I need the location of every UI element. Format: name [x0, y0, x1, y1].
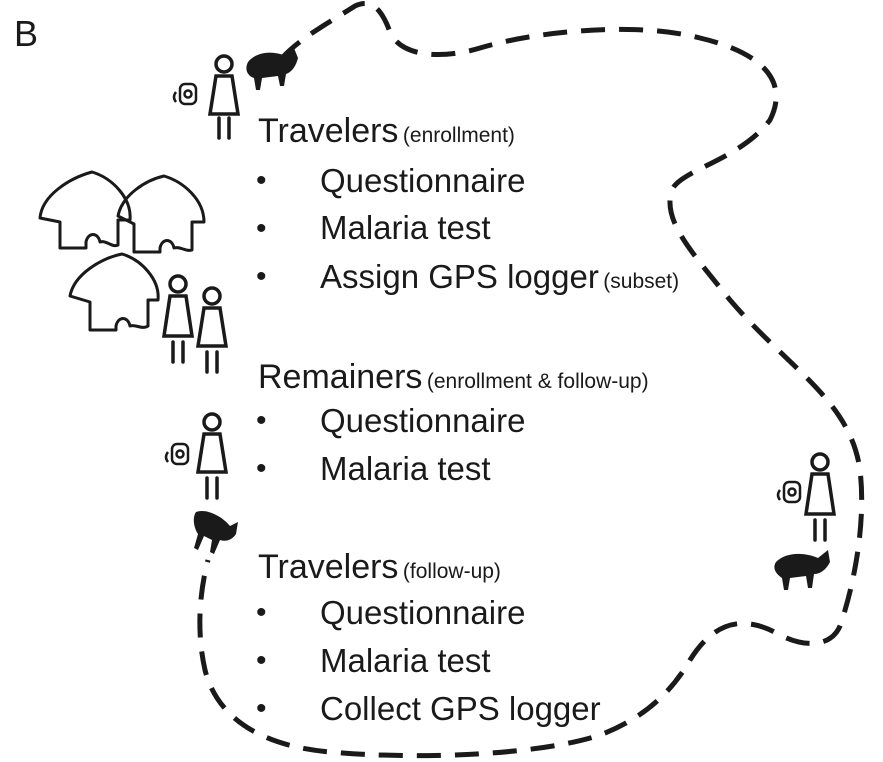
travel-route-dashed-loop [197, 1, 865, 759]
bullet-icon: • [256, 404, 267, 437]
person-icon [161, 274, 195, 364]
list-item: Malaria test [320, 642, 491, 679]
section-travelers-enrollment-heading: Travelers (enrollment) [258, 114, 515, 148]
hut-icon [116, 174, 206, 254]
bullet-icon: • [256, 164, 267, 197]
bullet-icon: • [256, 644, 267, 677]
hut-icon [68, 252, 160, 332]
cattle-icon [193, 510, 238, 554]
section-subheading: (enrollment & follow-up) [426, 370, 649, 393]
list-item: Questionnaire [320, 402, 526, 439]
list-item-note: (subset) [603, 270, 680, 293]
cattle-icon [774, 550, 830, 590]
bullet-icon: • [256, 596, 267, 629]
bullet-icon: • [256, 212, 267, 245]
person-icon [803, 452, 837, 542]
bullet-icon: • [256, 260, 267, 293]
bullet-icon: • [256, 692, 267, 725]
person-icon [195, 412, 229, 500]
list-item-text: Assign GPS logger [320, 258, 599, 295]
list-item: Malaria test [320, 209, 491, 246]
list-item: Questionnaire [320, 594, 526, 631]
list-item: Questionnaire [320, 162, 526, 199]
section-heading: Travelers [258, 548, 399, 586]
section-subheading: (follow-up) [402, 560, 501, 583]
panel-label: B [14, 13, 39, 54]
section-heading: Travelers [258, 112, 399, 150]
gps-logger-icon [776, 480, 802, 504]
hut-icon [38, 170, 132, 250]
list-item: Malaria test [320, 450, 491, 487]
section-remainers-heading: Remainers (enrollment & follow-up) [258, 360, 649, 394]
list-item: Assign GPS logger (subset) [320, 260, 679, 293]
section-subheading: (enrollment) [402, 124, 515, 147]
gps-logger-icon [164, 442, 190, 466]
person-icon [195, 286, 229, 374]
person-icon [207, 54, 241, 140]
section-heading: Remainers [258, 358, 423, 396]
section-travelers-followup-heading: Travelers (follow-up) [258, 550, 501, 584]
gps-logger-icon [172, 82, 198, 106]
list-item: Collect GPS logger [320, 690, 601, 727]
cattle-icon [246, 48, 298, 90]
bullet-icon: • [256, 452, 267, 485]
